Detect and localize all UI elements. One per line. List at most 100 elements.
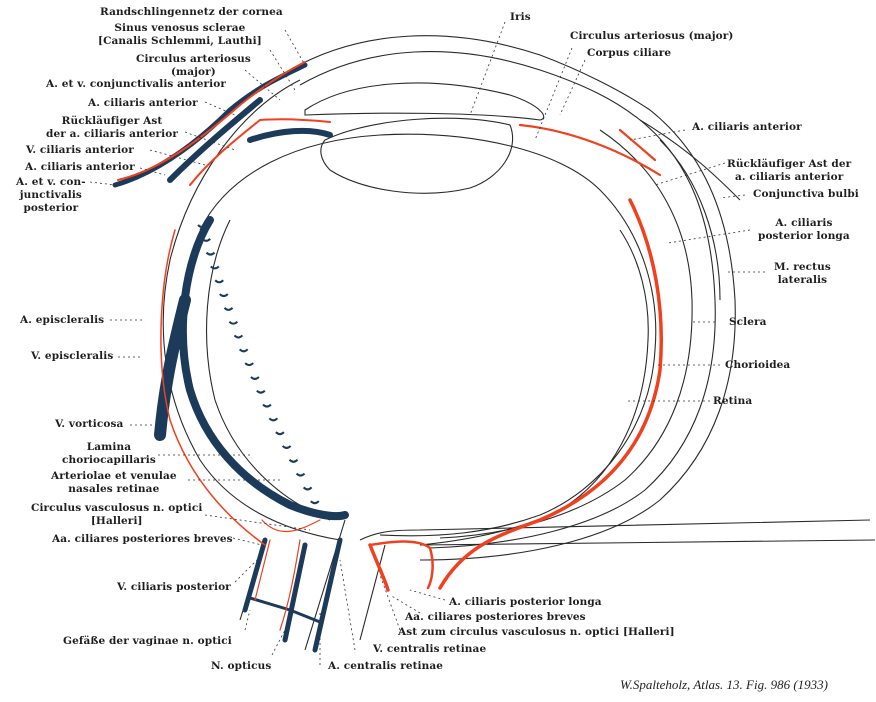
capillary-loop	[256, 389, 266, 394]
leader-randschlingennetz	[284, 29, 306, 66]
label-n-opticus: N. opticus	[211, 660, 272, 672]
capillary-loop	[228, 320, 239, 325]
optic-nerve-outline-5	[419, 539, 876, 546]
vein-conjunctival	[112, 62, 308, 188]
capillary-loop	[214, 279, 224, 284]
leader-ciliaris-anterior-right	[629, 129, 686, 141]
choriocapillaris-loops	[197, 224, 327, 518]
artery-conjunctival	[117, 61, 306, 181]
label-retina: Retina	[713, 395, 753, 407]
label-corpus-ciliare: Corpus ciliare	[587, 47, 672, 59]
label-v-centralis-retinae: V. centralis retinae	[373, 643, 487, 655]
capillary-loop	[219, 293, 229, 298]
label-gefasse-vaginae: Gefäße der vaginae n. optici	[63, 635, 232, 647]
label-ciliaris-anterior-1: A. ciliaris anterior	[88, 97, 198, 109]
retina-outline	[419, 229, 649, 546]
leader-v-ciliaris-post	[234, 554, 263, 583]
label-chorioidea: Chorioidea	[725, 359, 791, 371]
leader-ast-zum-circulus	[379, 574, 401, 631]
artery-posterior-longa	[438, 198, 663, 590]
left-sclera-inner	[206, 219, 331, 521]
vein-ciliary-body	[247, 127, 333, 143]
leader-rucklaufiger-right	[654, 162, 726, 186]
rectus-lateralis-line	[659, 139, 721, 301]
anterior-chamber	[304, 82, 545, 121]
capillary-loop	[310, 500, 320, 505]
capillary-loop	[268, 417, 279, 422]
sclera-outline	[429, 119, 716, 549]
artery-optic-1	[254, 539, 271, 601]
leader-conj-post	[89, 181, 116, 186]
label-sinus-venosus: Sinus venosus sclerae [Canalis Schlemmi,…	[98, 22, 262, 47]
leader-ciliaris-2	[139, 167, 166, 176]
label-rectus-lateralis: M. rectus lateralis	[774, 261, 831, 286]
leader-v-centralis	[339, 559, 356, 651]
label-conjunctiva-bulbi: Conjunctiva bulbi	[753, 188, 859, 200]
capillary-loop	[210, 265, 220, 270]
label-a-centralis-retinae: A. centralis retinae	[328, 660, 444, 672]
label-ciliaris-anterior-right: A. ciliaris anterior	[692, 121, 802, 133]
artery-ciliary-body-right	[518, 123, 662, 177]
retina-inner	[199, 133, 657, 537]
capillary-loop	[238, 348, 249, 353]
label-iris: Iris	[510, 11, 531, 23]
label-circulus-arteriosus-right: Circulus arteriosus (major)	[570, 30, 734, 42]
label-circulus-vasculosus: Circulus vasculosus n. optici [Halleri]	[31, 502, 203, 527]
label-aa-ciliares-breves-left: Aa. ciliares posteriores breves	[52, 533, 233, 545]
lens	[320, 117, 514, 194]
artery-optic-2	[279, 539, 301, 631]
leader-circulus-right	[534, 47, 573, 141]
capillary-loop	[205, 251, 216, 256]
capillary-loop	[295, 472, 306, 477]
leader-breves-bottom	[389, 594, 421, 614]
label-arteriolae-venulae: Arteriolae et venulae nasales retinae	[51, 470, 177, 495]
artery-episcleral	[160, 229, 266, 546]
capillary-loop	[223, 307, 234, 311]
leader-n-opticus	[271, 629, 286, 656]
leader-lines	[89, 21, 765, 665]
label-v-ciliaris-anterior: V. ciliaris anterior	[26, 144, 134, 156]
capillary-loop	[197, 224, 207, 228]
capillary-loop	[317, 514, 327, 518]
capillary-loop	[288, 459, 299, 463]
vein-cross	[248, 596, 322, 624]
optic-nerve-outline-3	[359, 519, 871, 541]
label-conjunctivalis-anterior: A. et v. conjunctivalis anterior	[46, 78, 227, 90]
capillary-loop	[233, 334, 244, 339]
label-aa-ciliares-breves-bottom: Aa. ciliares posteriores breves	[405, 611, 586, 623]
label-ciliaris-anterior-2: A. ciliaris anterior	[25, 161, 135, 173]
figure-caption: W.Spalteholz, Atlas. 13. Fig. 986 (1933)	[620, 677, 828, 692]
vein-posterior-2	[282, 542, 308, 643]
vein-episcleral-main	[179, 216, 349, 521]
capillary-loop	[201, 238, 211, 242]
label-randschlingennetz: Randschlingennetz der cornea	[100, 6, 283, 18]
capillary-loop	[302, 486, 313, 491]
label-ciliaris-posterior-longa-right: A. ciliaris posterior longa	[758, 217, 850, 242]
leader-rucklaufiger	[184, 131, 236, 151]
leader-iris	[469, 21, 506, 116]
label-ciliaris-posterior-longa-bottom: A. ciliaris posterior longa	[449, 596, 602, 608]
optic-nerve-outline-4	[359, 544, 386, 641]
leader-ciliaris-anterior-1	[204, 101, 236, 116]
label-rucklaufiger-left: Rückläufiger Ast der a. ciliaris anterio…	[46, 115, 178, 140]
label-circulus-arteriosus-left: Circulus arteriosus (major)	[136, 53, 251, 78]
vein-posterior-3	[312, 537, 343, 653]
artery-ciliaris-anterior-right	[618, 128, 657, 162]
capillary-loop	[262, 403, 272, 408]
capillary-loop	[250, 376, 260, 380]
label-v-episcleralis: V. episcleralis	[31, 350, 114, 362]
cornea-inner	[299, 51, 641, 121]
capillary-loop	[275, 431, 285, 436]
vein-posterior-1	[242, 537, 268, 613]
label-v-vorticosa: V. vorticosa	[55, 418, 124, 430]
leader-corpus-ciliare	[559, 59, 586, 116]
artery-optic-3	[261, 519, 321, 533]
chorioidea-outline	[439, 129, 693, 539]
leader-gefasse	[244, 609, 251, 631]
vein-vorticosa	[154, 294, 191, 441]
capillary-loop	[281, 445, 292, 449]
vein-ciliaris-anterior	[167, 97, 263, 183]
label-v-ciliaris-posterior: V. ciliaris posterior	[117, 581, 231, 593]
leader-posterior-longa-bottom	[409, 589, 446, 601]
